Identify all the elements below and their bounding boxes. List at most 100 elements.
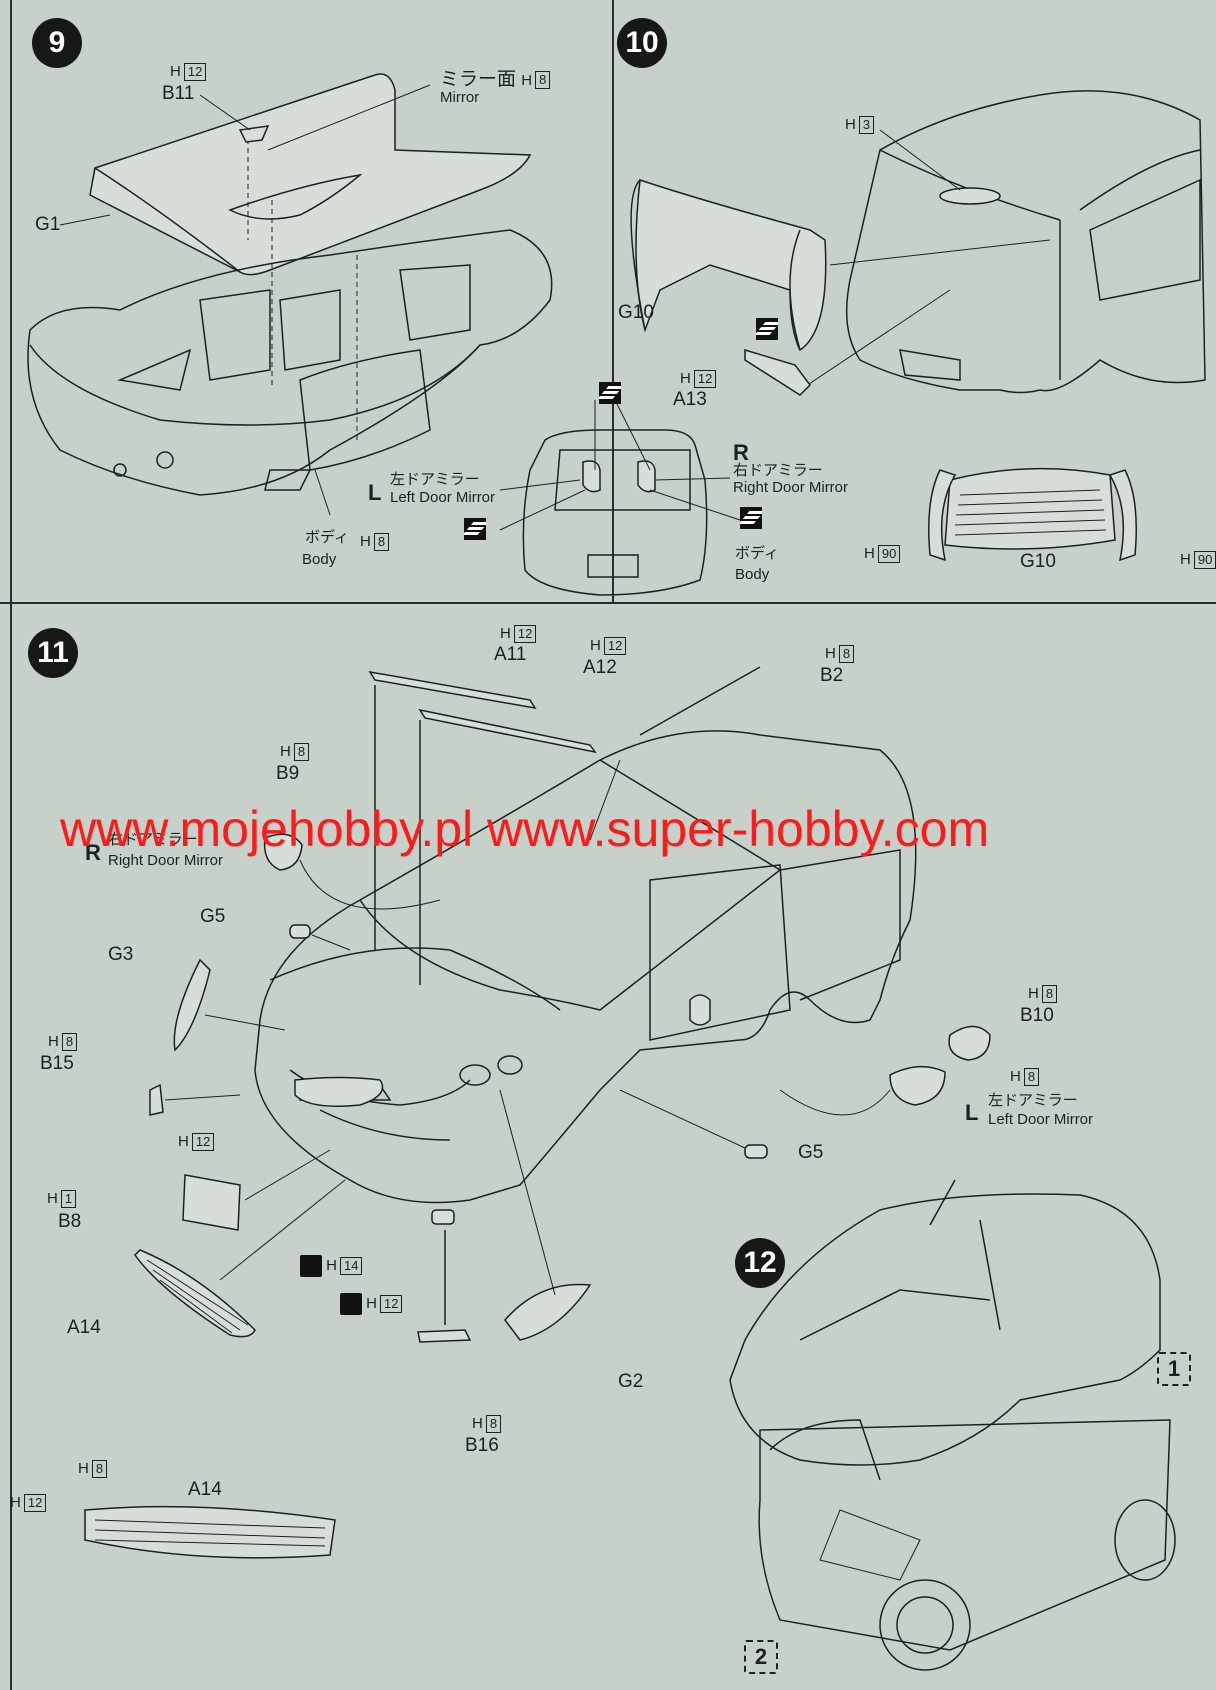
left-letter-11: L <box>965 1100 979 1125</box>
mirror-en-label: Mirror <box>440 89 480 106</box>
decal-icon <box>740 507 762 529</box>
body-jp-label: ボディ <box>305 529 349 546</box>
paint-h: H <box>366 1294 378 1312</box>
paint-code-box: 8 <box>535 70 551 89</box>
part-a14-label: A14 <box>67 1317 101 1338</box>
decal-icon <box>599 382 621 404</box>
paint-h: H <box>472 1414 483 1432</box>
part-a11-label: A11 <box>494 644 527 665</box>
step-9-number: 9 <box>32 18 82 68</box>
paint-h: H <box>680 369 691 387</box>
paint-code-box: 3 <box>858 116 875 134</box>
part-g5-label: G5 <box>200 906 226 927</box>
paint-h: H <box>825 644 836 662</box>
step11-drawing <box>84 666 991 1559</box>
paint-code-box: 8 <box>373 533 390 551</box>
paint-h: H <box>500 624 511 642</box>
step9-drawing <box>27 73 553 516</box>
reference-2: 2 <box>744 1640 778 1674</box>
paint-code-box: 8 <box>838 645 855 663</box>
paint-h: H <box>845 115 856 133</box>
right-mirror-jp-label: 右ドアミラー <box>733 462 823 479</box>
part-b8-label: B8 <box>58 1211 82 1232</box>
paint-h: H <box>1180 550 1191 568</box>
part-b16-label: B16 <box>465 1435 499 1456</box>
paint-h: H <box>78 1459 89 1477</box>
paint-code-box: 12 <box>191 1133 215 1151</box>
paint-h: H <box>326 1256 338 1274</box>
left-mirror-jp-label: 左ドアミラー <box>390 471 480 488</box>
paint-h: H <box>1028 984 1039 1002</box>
paint-h: H <box>48 1032 59 1050</box>
step-11-number: 11 <box>28 628 78 678</box>
decal-icon <box>464 518 486 540</box>
paint-code-box: 12 <box>513 625 537 643</box>
paint-code-box: 8 <box>293 743 310 761</box>
part-b11-label: B11 <box>162 83 195 104</box>
paint-code-box: 12 <box>380 1295 403 1313</box>
two-tone-icon <box>340 1293 362 1315</box>
right-mirror-en-label: Right Door Mirror <box>733 479 849 496</box>
part-g3-label: G3 <box>108 944 134 965</box>
paint-h: H <box>864 544 875 562</box>
paint-code-box: 1 <box>60 1190 77 1208</box>
panel-divider-horizontal <box>0 602 1216 604</box>
watermark: www.mojehobby.pl www.super-hobby.com <box>60 801 990 857</box>
reference-1: 1 <box>1157 1352 1191 1386</box>
paint-h: H <box>170 62 181 80</box>
paint-h: H <box>10 1493 21 1511</box>
part-g10-glass-label: G10 <box>1020 551 1056 572</box>
left-border <box>10 0 12 1690</box>
decal-icon <box>756 318 778 340</box>
right-letter: R <box>733 440 749 465</box>
paint-code-box: 8 <box>485 1415 502 1433</box>
panel-divider-vertical <box>612 0 614 602</box>
part-a14-detail-label: A14 <box>188 1479 222 1500</box>
paint-code-box: 8 <box>1023 1068 1040 1086</box>
part-a12-label: A12 <box>583 657 617 678</box>
step12-drawing <box>729 1179 1176 1671</box>
part-b9-label: B9 <box>276 763 300 784</box>
step10-drawing <box>499 90 1206 596</box>
paint-code-box: 12 <box>183 63 207 81</box>
paint-h: H <box>178 1132 189 1150</box>
mirror-jp-text: ミラー面 <box>440 69 517 90</box>
paint-code-box: 8 <box>61 1033 78 1051</box>
paint-h: H <box>360 532 371 550</box>
step-12-number: 12 <box>735 1238 785 1288</box>
paint-h: H <box>47 1189 58 1207</box>
paint-code-box: 12 <box>23 1494 47 1512</box>
part-b10-label: B10 <box>1020 1005 1054 1026</box>
right-mirror-en-label-11: Right Door Mirror <box>108 852 224 869</box>
paint-code-box: 14 <box>340 1257 363 1275</box>
part-g5-b-label: G5 <box>798 1142 824 1163</box>
body-jp-label-10: ボディ <box>735 545 779 562</box>
left-mirror-en-label: Left Door Mirror <box>390 489 496 506</box>
paint-code-box: 12 <box>603 637 627 655</box>
two-tone-icon <box>300 1255 322 1277</box>
left-mirror-jp-label-11: 左ドアミラー <box>988 1092 1078 1109</box>
body-en-label: Body <box>302 551 337 568</box>
paint-h: H <box>590 636 601 654</box>
paint-code-box: 8 <box>91 1460 108 1478</box>
paint-code-box: 12 <box>693 370 717 388</box>
part-b2-label: B2 <box>820 665 844 686</box>
body-en-label-10: Body <box>735 566 770 583</box>
part-a13-label: A13 <box>673 389 707 410</box>
